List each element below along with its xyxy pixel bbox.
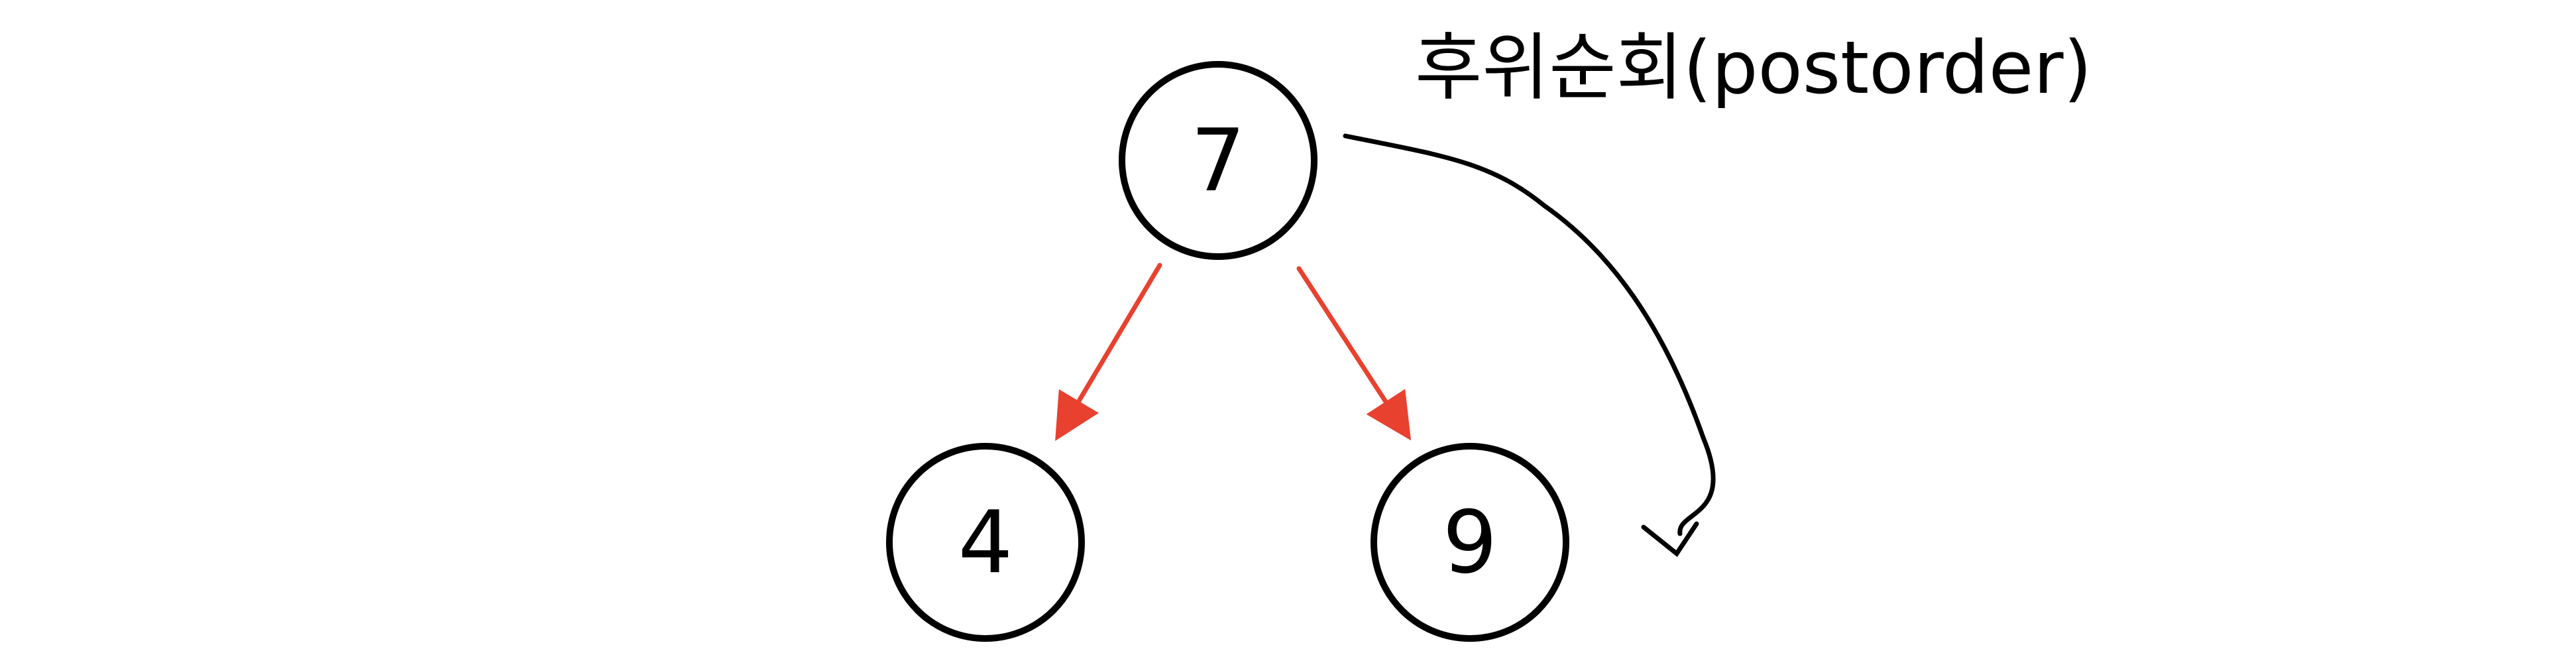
- tree-node-right: 9: [1371, 443, 1569, 642]
- postorder-arrowhead: [1641, 521, 1699, 558]
- node-value-root: 7: [1191, 110, 1246, 211]
- node-value-right: 9: [1443, 492, 1498, 593]
- node-value-left: 4: [958, 492, 1013, 593]
- edge-root-to-right: [1296, 266, 1412, 441]
- edge-root-to-left: [1055, 263, 1162, 442]
- traversal-label: 후위순회(postorder): [1415, 25, 2092, 110]
- tree-node-left: 4: [886, 443, 1085, 642]
- postorder-traversal-arrow: [1343, 133, 1716, 536]
- tree-node-root: 7: [1119, 61, 1317, 260]
